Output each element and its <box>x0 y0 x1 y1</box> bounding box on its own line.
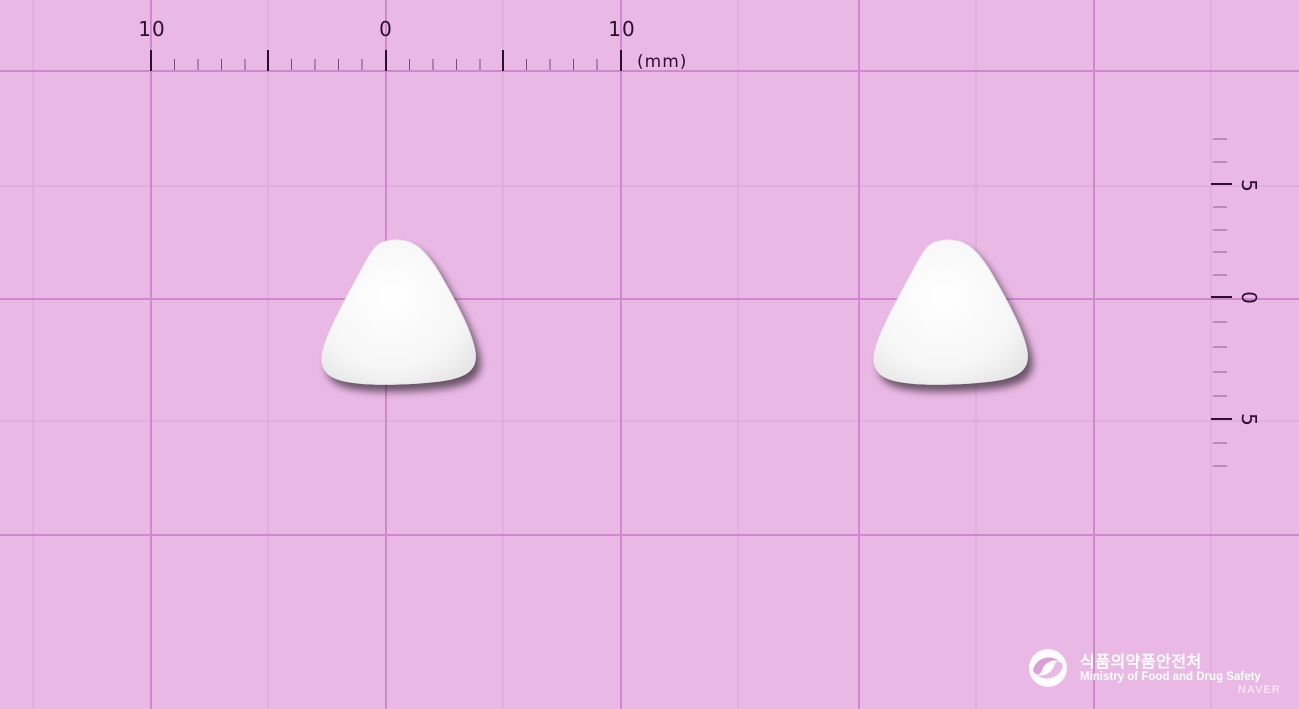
right-ruler: 5 0 5 <box>1211 138 1261 467</box>
top-ruler: 10 0 10 (mm) <box>138 17 687 72</box>
top-ruler-major-ticks <box>150 50 622 71</box>
top-ruler-minor-ticks <box>174 59 598 70</box>
top-ruler-label-left: 10 <box>138 17 165 41</box>
tablet-front <box>321 239 476 385</box>
watermark-english-text: Ministry of Food and Drug Safety <box>1080 671 1261 683</box>
top-ruler-unit: (mm) <box>637 52 687 72</box>
naver-watermark: NAVER <box>1238 684 1281 696</box>
right-ruler-major-ticks <box>1211 183 1232 420</box>
right-ruler-label-bottom: 5 <box>1237 413 1261 427</box>
watermark-korean-text: 식품의약품안전처 <box>1080 652 1202 671</box>
tablet-back <box>873 239 1028 385</box>
right-ruler-minor-ticks <box>1213 138 1227 467</box>
top-ruler-label-zero: 0 <box>379 17 393 41</box>
top-ruler-label-right: 10 <box>608 17 635 41</box>
mfds-watermark: 식품의약품안전처 Ministry of Food and Drug Safet… <box>1028 646 1268 696</box>
mfds-taeguk-icon <box>1029 649 1067 687</box>
right-ruler-label-top: 5 <box>1237 179 1261 193</box>
right-ruler-label-zero: 0 <box>1237 291 1261 305</box>
